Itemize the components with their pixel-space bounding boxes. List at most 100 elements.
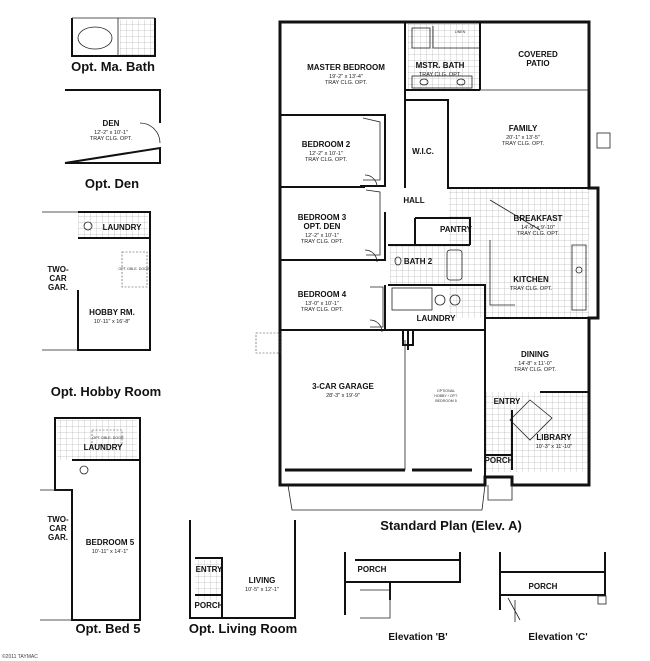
opt-bed-5: OPT. DBLE. DOOR LAUNDRY TWO- CAR GAR. BE… <box>40 417 141 636</box>
hobby-walls <box>77 211 151 351</box>
linen-label: LINEN <box>455 30 466 34</box>
pantry-label: PANTRY <box>440 225 473 234</box>
washer-icon <box>434 294 446 306</box>
bedroom2-note: TRAY CLG. OPT. <box>305 157 348 163</box>
bedroom2-label: BEDROOM 2 <box>302 140 351 149</box>
patio-edge <box>480 22 590 91</box>
laundry-counter <box>391 287 433 311</box>
den-size: 12'-2" x 10'-1" <box>94 130 128 136</box>
den-label: DEN <box>103 119 120 128</box>
den-walls <box>64 89 161 164</box>
shower <box>411 27 431 49</box>
vanity <box>411 75 473 89</box>
elev-b-walls <box>344 552 461 615</box>
toilet-icon <box>394 256 402 266</box>
master-bedroom-size: 19'-2" x 13'-4" <box>329 74 363 80</box>
porch-label: PORCH <box>485 456 514 465</box>
bathtub-icon <box>77 26 113 50</box>
breakfast-label: BREAKFAST <box>514 214 563 223</box>
library-double-door <box>509 399 553 441</box>
den-door-swing <box>139 122 161 144</box>
garage-size: 28'-3" x 19'-9" <box>326 393 360 399</box>
bed5-garage-label-1: TWO- <box>47 515 69 524</box>
den-note: TRAY CLG. OPT. <box>90 136 133 142</box>
family-label: FAMILY <box>509 124 538 133</box>
bedroom3-size: 12'-2" x 10'-1" <box>305 233 339 239</box>
living-entry-tile <box>195 560 223 600</box>
kitchen-note: TRAY CLG. OPT. <box>510 286 553 292</box>
dining-size: 14'-8" x 11'-0" <box>518 361 551 367</box>
living-porch-label: PORCH <box>195 601 224 610</box>
hobby-laundry-tile <box>78 212 148 238</box>
living-entry-label: ENTRY <box>196 565 223 574</box>
bedroom3-south-wall <box>280 212 386 261</box>
hobby-opt-door <box>121 251 148 288</box>
elev-b-caption: Elevation 'B' <box>388 632 447 643</box>
mstr-bath-label: MSTR. BATH <box>416 61 465 70</box>
elev-c-column <box>597 595 607 605</box>
opt-ma-bath: Opt. Ma. Bath <box>71 17 156 74</box>
kitchen-label: KITCHEN <box>513 275 549 284</box>
sink-1-icon <box>419 78 429 86</box>
laundry-label: LAUNDRY <box>417 314 456 323</box>
covered-patio-label-2: PATIO <box>526 59 549 68</box>
hobby-garage-edges <box>42 211 78 351</box>
breakfast-note: TRAY CLG. OPT. <box>517 231 560 237</box>
elevation-b: PORCH Elevation 'B' <box>344 552 461 643</box>
sink-2-icon <box>456 78 466 86</box>
hall-label: HALL <box>403 196 424 205</box>
bed5-room-size: 10'-11" x 14'-1" <box>92 549 129 555</box>
opt-ma-bath-caption: Opt. Ma. Bath <box>71 59 155 74</box>
standard-plan-caption: Standard Plan (Elev. A) <box>380 518 522 533</box>
bedroom4-size: 13'-0" x 10'-1" <box>305 301 339 307</box>
bed5-room-label: BEDROOM 5 <box>86 538 135 547</box>
master-bedroom-label: MASTER BEDROOM <box>307 63 385 72</box>
bath2-label: BATH 2 <box>404 257 433 266</box>
elev-c-porch-label: PORCH <box>529 582 558 591</box>
bed5-opt-door <box>91 429 123 446</box>
hobby-room-size: 10'-11" x 16'-8" <box>94 319 131 325</box>
range-icon <box>575 266 583 274</box>
ma-bath-walls <box>71 18 156 57</box>
bedroom2-size: 12'-2" x 10'-1" <box>309 151 343 157</box>
family-size: 20'-1" x 13'-5" <box>506 135 540 141</box>
hobby-garage-label-1: TWO- <box>47 265 69 274</box>
door-swing-bedroom4 <box>369 319 383 333</box>
opt-hobby-caption: Opt. Hobby Room <box>51 384 162 399</box>
bed5-laundry-tile <box>57 420 137 460</box>
family-note: TRAY CLG. OPT. <box>502 141 545 147</box>
opt-living-caption: Opt. Living Room <box>189 621 297 636</box>
opt-living-room: ENTRY PORCH LIVING 10'-5" x 12'-1" Opt. … <box>189 520 297 636</box>
opt-den: DEN 12'-2" x 10'-1" TRAY CLG. OPT. Opt. … <box>64 89 161 191</box>
garage-opt-line1: OPTIONAL <box>437 389 455 393</box>
garage-label: 3-CAR GARAGE <box>312 382 374 391</box>
porch-step <box>487 485 513 501</box>
hobby-garage-label-2: CAR <box>49 274 67 283</box>
opt-bed5-caption: Opt. Bed 5 <box>75 621 140 636</box>
opt-hobby-room: LAUNDRY TWO- CAR GAR. OPT. DBLE. DOOR HO… <box>42 211 162 399</box>
library-label: LIBRARY <box>536 433 572 442</box>
covered-patio-label-1: COVERED <box>518 50 558 59</box>
hobby-room-label: HOBBY RM. <box>89 308 135 317</box>
hobby-garage-label-3: GAR. <box>48 283 68 292</box>
bath2-tile-floor <box>390 246 450 286</box>
garage-opt-line2: HOBBY / OPT. <box>434 394 458 398</box>
tub-icon <box>446 249 463 281</box>
dining-note: TRAY CLG. OPT. <box>514 367 557 373</box>
bedroom3-label-2: OPT. DEN <box>304 222 341 231</box>
driveway-apron <box>287 484 486 511</box>
hobby-washer-icon <box>83 221 93 231</box>
standard-plan: MASTER BEDROOM 19'-2" x 13'-4" TRAY CLG.… <box>255 20 611 533</box>
entry-label: ENTRY <box>494 397 521 406</box>
elev-b-porch-label: PORCH <box>358 565 387 574</box>
door-swing-bedroom2 <box>364 174 378 188</box>
bedroom4-closet <box>370 286 384 328</box>
library-walls <box>511 391 589 470</box>
elev-b-steps <box>360 589 391 619</box>
opt-den-caption: Opt. Den <box>85 176 139 191</box>
wic-label: W.I.C. <box>412 147 434 156</box>
opt-door-dashed <box>255 332 281 354</box>
copyright-text: ©2011 TAYMAC <box>2 653 38 660</box>
mstr-bath-note: TRAY CLG. OPT. <box>419 72 462 78</box>
